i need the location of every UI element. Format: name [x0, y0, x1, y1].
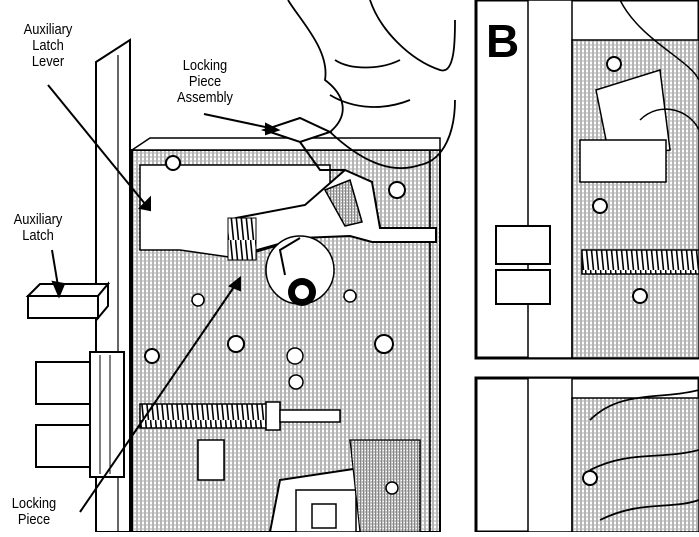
hand-illustration [287, 0, 456, 169]
label-line: Piece [188, 73, 222, 90]
label-line: Lever [31, 53, 65, 70]
panel-c [474, 376, 699, 534]
label-line: Auxiliary [23, 21, 73, 38]
label-line: Locking [182, 57, 228, 74]
case-screws [144, 155, 406, 390]
main-latch-part [35, 351, 125, 478]
label-line: Assembly [177, 89, 233, 106]
label-line: Locking [11, 495, 57, 512]
auxiliary-latch-part [25, 281, 111, 321]
label-line: Latch [32, 37, 64, 54]
label-line: Latch [22, 227, 54, 244]
label-line: Piece [17, 511, 51, 528]
latch-spring-bar [139, 401, 341, 431]
panel-b [474, 0, 699, 360]
label-line: Auxiliary [13, 211, 63, 228]
leader-arrows [47, 84, 281, 513]
panel-b-letter: B [486, 15, 520, 67]
lower-mechanism [197, 439, 421, 533]
main-panel [25, 0, 456, 533]
locking-piece-assembly-part [227, 116, 437, 261]
